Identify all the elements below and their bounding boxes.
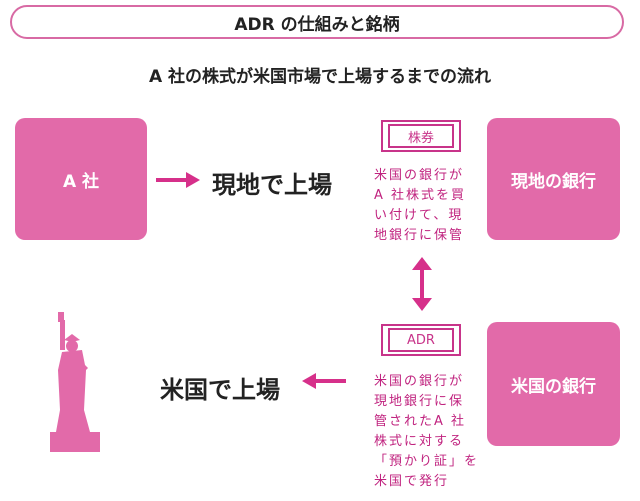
left-arrow-icon [302,373,346,389]
note-bottom: 米国の銀行が 現地銀行に保 管されたA 社 株式に対する 「預かり証」を 米国で… [374,372,494,492]
stock-certificate-label: 株券 [388,124,454,148]
stock-certificate-icon: 株券 [381,120,461,152]
us-bank-box: 米国の銀行 [487,322,620,446]
adr-certificate-icon: ADR [381,324,461,356]
local-bank-box: 現地の銀行 [487,118,620,240]
adr-certificate-label: ADR [388,328,454,352]
company-a-box: A 社 [15,118,147,240]
note-line: 地銀行に保管 [374,228,465,243]
note-line: 株式に対する [374,434,465,449]
subtitle: A 社の株式が米国市場で上場するまでの流れ [148,67,492,87]
note-line: 米国で発行 [374,474,450,489]
statue-of-liberty-icon [50,312,100,452]
note-top: 米国の銀行が A 社株式を買 い付けて、現 地銀行に保管 [374,166,494,246]
note-line: A 社株式を買 [374,188,467,203]
note-line: 現地銀行に保 [374,394,465,409]
note-line: い付けて、現 [374,208,464,223]
title-banner: ADR の仕組みと銘柄 [10,5,624,39]
right-arrow-icon [156,172,200,188]
us-listing-label: 米国で上場 [160,376,280,404]
local-listing-label: 現地で上場 [212,171,332,199]
note-line: 「預かり証」を [374,454,480,469]
note-line: 米国の銀行が [374,374,465,389]
note-line: 管されたA 社 [374,414,467,429]
vertical-double-arrow-icon [412,257,432,311]
note-line: 米国の銀行が [374,168,465,183]
